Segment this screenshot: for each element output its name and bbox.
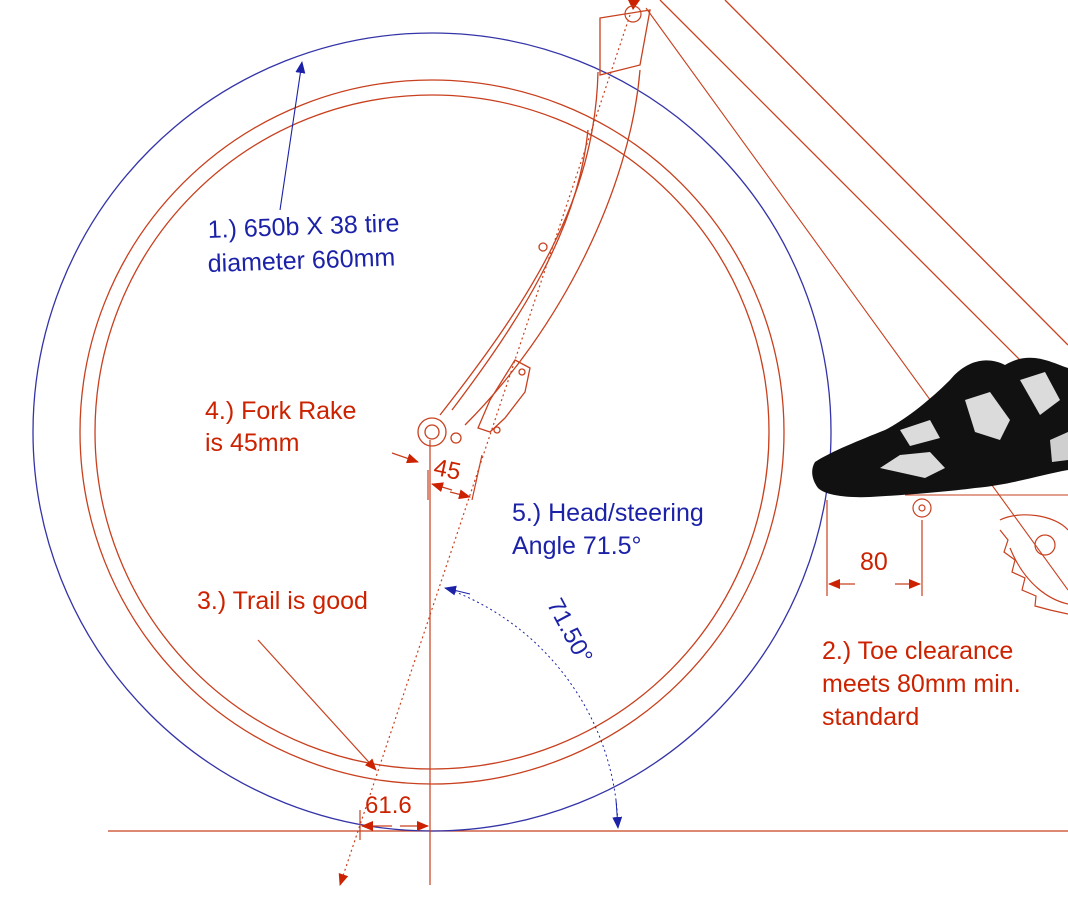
toe-value: 80 bbox=[860, 548, 888, 576]
head-tube-arrow bbox=[628, 0, 640, 10]
rake-dimension bbox=[391, 452, 483, 501]
toe-dimension bbox=[826, 500, 923, 596]
frame-line-3 bbox=[645, 7, 1068, 591]
rake-value: 45 bbox=[431, 454, 463, 486]
head-tube-circle bbox=[624, 5, 642, 23]
pedal-axle-inner bbox=[918, 504, 926, 512]
pedal-axle bbox=[912, 498, 932, 518]
head-angle-note-line2: Angle 71.5° bbox=[512, 532, 642, 560]
cycling-shoe-icon bbox=[812, 357, 1068, 498]
tire-arrow bbox=[279, 61, 306, 211]
head-angle-arrow-start bbox=[444, 585, 471, 596]
toe-note-line2: meets 80mm min. bbox=[822, 670, 1021, 698]
front-hub-inner bbox=[424, 424, 440, 440]
trail-note: 3.) Trail is good bbox=[197, 587, 368, 615]
tire-note-line2: diameter 660mm bbox=[207, 243, 395, 278]
head-angle-arrow-end bbox=[612, 799, 623, 829]
tire-note-line1: 1.) 650b X 38 tire bbox=[207, 209, 400, 244]
head-angle-arc bbox=[444, 587, 619, 827]
front-hub bbox=[417, 417, 447, 447]
rake-note-line2: is 45mm bbox=[205, 429, 299, 457]
frame-tube-2 bbox=[724, 0, 1068, 346]
head-angle-note-line1: 5.) Head/steering bbox=[512, 499, 704, 527]
trail-dimension bbox=[257, 639, 429, 840]
rake-note-line1: 4.) Fork Rake bbox=[205, 397, 356, 425]
toe-note-line1: 2.) Toe clearance bbox=[822, 637, 1013, 665]
rim-inner bbox=[94, 94, 770, 770]
chainring-icon bbox=[999, 514, 1068, 615]
fork bbox=[439, 9, 651, 444]
rim-outer bbox=[79, 79, 785, 785]
frame-tube-1 bbox=[659, 0, 1036, 376]
tire-outline bbox=[32, 32, 832, 832]
toe-note-line3: standard bbox=[822, 703, 919, 731]
trail-value: 61.6 bbox=[365, 792, 412, 819]
